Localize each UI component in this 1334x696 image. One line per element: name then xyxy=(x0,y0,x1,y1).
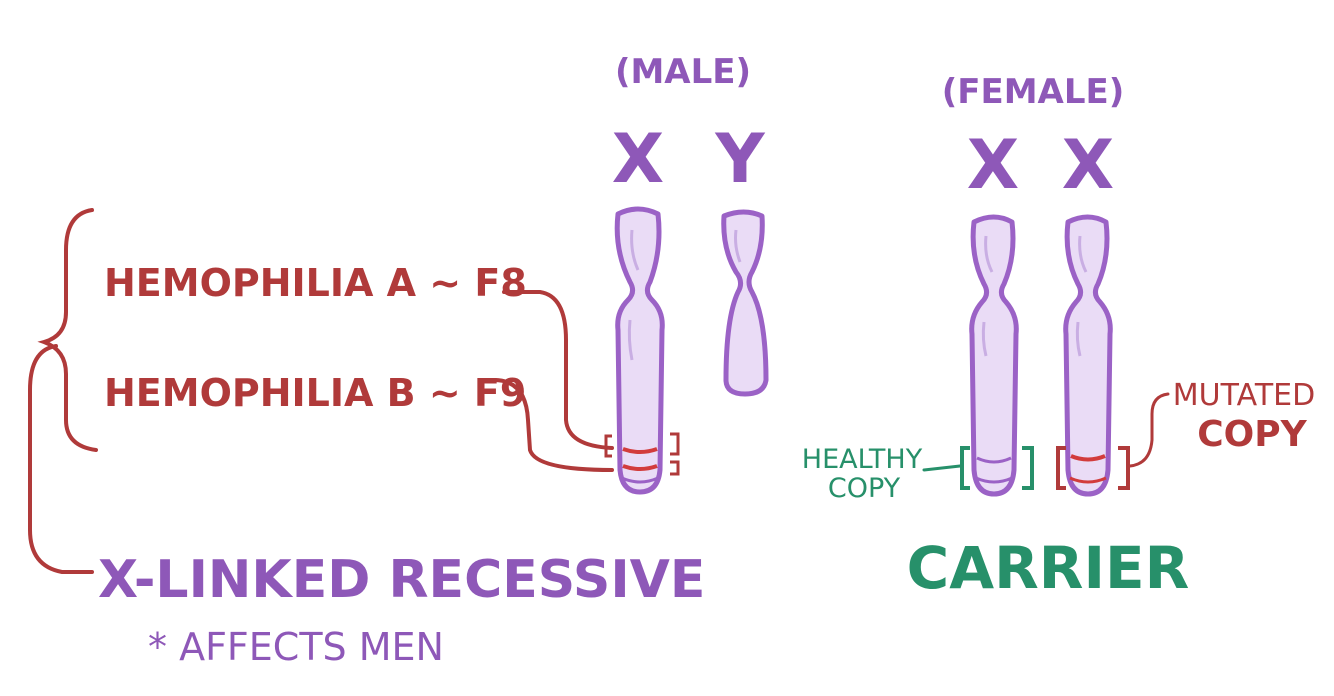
f9-connector xyxy=(492,378,614,472)
healthy-copy-bracket-left xyxy=(960,446,970,490)
x-linked-recessive-label: X-LINKED RECESSIVE xyxy=(98,550,705,610)
male-x-letter: X xyxy=(612,120,664,199)
mutated-copy-label-line2: COPY xyxy=(1197,414,1307,455)
male-y-chromosome xyxy=(721,209,769,397)
healthy-copy-label-line1: HEALTHY xyxy=(802,444,923,475)
female-x1-chromosome xyxy=(969,214,1019,497)
male-x-f9-band xyxy=(622,464,658,471)
mutated-copy-bracket-right xyxy=(1118,446,1130,490)
female-x2-chromosome xyxy=(1063,214,1113,497)
mutated-copy-bracket-left xyxy=(1056,446,1066,490)
female-x2-letter: X xyxy=(1062,126,1114,205)
male-y-letter: Y xyxy=(714,120,765,199)
female-x1-letter: X xyxy=(967,126,1019,205)
male-x-f8-band xyxy=(622,447,658,454)
male-label: (MALE) xyxy=(615,52,751,92)
male-x-chromosome xyxy=(614,206,665,495)
affects-men-note: * AFFECTS MEN xyxy=(148,625,444,669)
f8-connector xyxy=(502,290,614,450)
female-label: (FEMALE) xyxy=(942,72,1125,112)
healthy-copy-bracket-right xyxy=(1022,446,1034,490)
x-linked-bracket xyxy=(28,344,94,574)
hemophilia-a-label: HEMOPHILIA A ~ F8 xyxy=(104,261,527,305)
mutated-copy-connector xyxy=(1128,392,1170,468)
carrier-label: CARRIER xyxy=(907,534,1190,602)
female-x2-mutated-band xyxy=(1070,454,1106,462)
hemophilia-bracket xyxy=(37,208,98,452)
mutated-copy-label-line1: MUTATED xyxy=(1173,378,1315,413)
healthy-copy-connector xyxy=(922,464,962,472)
hemophilia-b-label: HEMOPHILIA B ~ F9 xyxy=(104,371,526,415)
healthy-copy-label-line2: COPY xyxy=(828,473,901,504)
